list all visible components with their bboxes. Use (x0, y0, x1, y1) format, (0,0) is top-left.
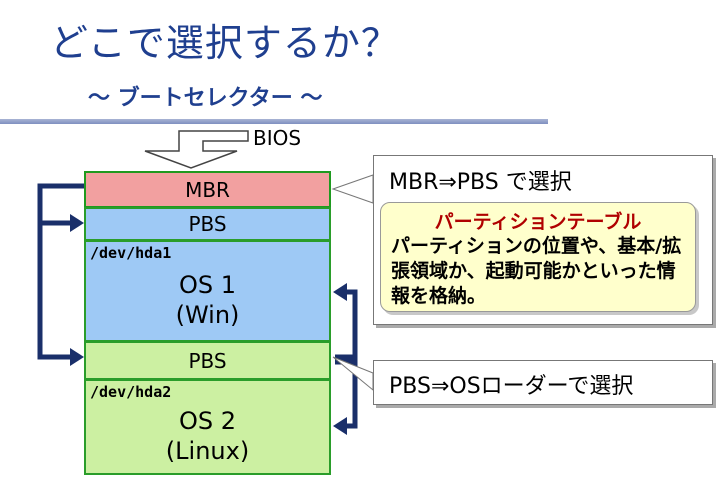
pbs2-block: PBS (84, 341, 331, 380)
arrow-head-os1-icon (333, 283, 347, 301)
os2-name: OS 2 (Linux) (166, 406, 249, 466)
mbr-callout-pointer (331, 174, 374, 204)
os2-partition: /dev/hda2 OS 2 (Linux) (84, 379, 331, 475)
title-divider (0, 119, 548, 124)
pbs-callout: PBS⇒OSローダーで選択 (373, 360, 713, 405)
partition-table-text: パーティションの位置や、基本/拡張領域か、起動可能かといった情報を格納。 (391, 235, 682, 307)
os2-sub-line: (Linux) (165, 437, 250, 465)
os1-device-label: /dev/hda1 (90, 244, 172, 262)
partition-table-title: パーティションテーブル (434, 211, 642, 233)
arrow-head-pbs1-icon (70, 214, 84, 232)
slide-subtitle: ～ ブートセレクター ～ (88, 86, 323, 111)
mbr-callout: MBR⇒PBS で選択 パーティションテーブル パーティションの位置や、基本/拡… (373, 155, 713, 325)
pbs1-label: PBS (188, 212, 227, 236)
partition-table-note: パーティションテーブル パーティションの位置や、基本/拡張領域か、起動可能かとい… (380, 202, 696, 312)
os1-name-line: OS 1 (178, 271, 237, 299)
os1-sub-line: (Win) (175, 301, 240, 329)
pbs1-block: PBS (84, 207, 331, 241)
arrow-head-os2-icon (333, 417, 347, 435)
arrow-head-pbs2-icon (70, 348, 84, 366)
slide-title: どこで選択するか？ (50, 21, 400, 65)
mbr-label: MBR (185, 177, 230, 202)
os2-name-line: OS 2 (178, 407, 236, 435)
pbs2-to-os1-arrow (335, 289, 358, 360)
os1-name: OS 1 (Win) (176, 270, 240, 330)
bios-label: BIOS (253, 126, 302, 150)
pbs2-label: PBS (188, 348, 227, 373)
mbr-to-pbs-arrows (37, 183, 84, 360)
mbr-block: MBR (84, 171, 331, 208)
os2-device-label: /dev/hda2 (90, 383, 172, 401)
os1-partition: /dev/hda1 OS 1 (Win) (84, 240, 331, 342)
bios-down-arrow-icon (144, 130, 249, 169)
pbs-callout-label: PBS⇒OSローダーで選択 (389, 374, 634, 399)
mbr-callout-label: MBR⇒PBS で選択 (389, 170, 572, 195)
